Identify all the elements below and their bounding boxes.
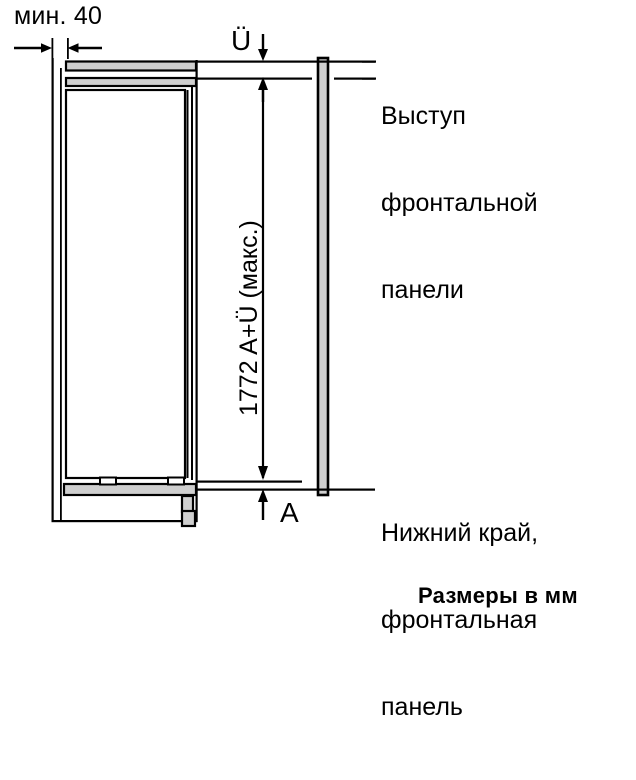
total-height-dimension xyxy=(258,86,268,480)
upper-leader-lines xyxy=(197,60,375,80)
min-gap-dimension xyxy=(14,38,102,59)
lower-leader-lines xyxy=(197,480,375,491)
callout-top-line-2: фронтальной xyxy=(381,189,538,217)
callout-bottom-line-2: фронтальная xyxy=(381,606,538,634)
callout-top-panel-protrusion: Выступ фронтальной панели xyxy=(381,44,538,363)
callout-top-line-1: Выступ xyxy=(381,102,466,130)
a-dimension-arrow xyxy=(258,489,268,520)
overlap-label: Ü xyxy=(231,25,252,56)
appliance-top-panel-second xyxy=(64,76,198,88)
callout-top-line-3: панели xyxy=(381,276,464,304)
callout-dashes xyxy=(362,60,376,80)
appliance-body xyxy=(64,86,193,480)
diagram-drawing xyxy=(14,34,376,528)
appliance-top-panel xyxy=(64,60,198,72)
front-decor-panel xyxy=(316,56,330,497)
total-height-label: 1772 A+Ü (макс.) xyxy=(235,220,263,416)
appliance-left-inner-line xyxy=(60,68,62,520)
appliance-bottom-plinth xyxy=(62,476,198,528)
cabinet-outline xyxy=(51,58,198,523)
units-note: Размеры в мм xyxy=(418,583,578,608)
min-gap-label: мин. 40 xyxy=(14,2,103,30)
gap-bottom-label: A xyxy=(280,497,299,528)
callout-bottom-edge-front-panel: Нижний край, фронтальная панель xyxy=(381,461,538,780)
callout-bottom-line-1: Нижний край, xyxy=(381,519,539,547)
callout-bottom-line-3: панель xyxy=(381,693,463,721)
dimension-diagram: мин. 40 Ü A 1772 A+Ü (макс.) Выступ фрон… xyxy=(14,2,578,721)
